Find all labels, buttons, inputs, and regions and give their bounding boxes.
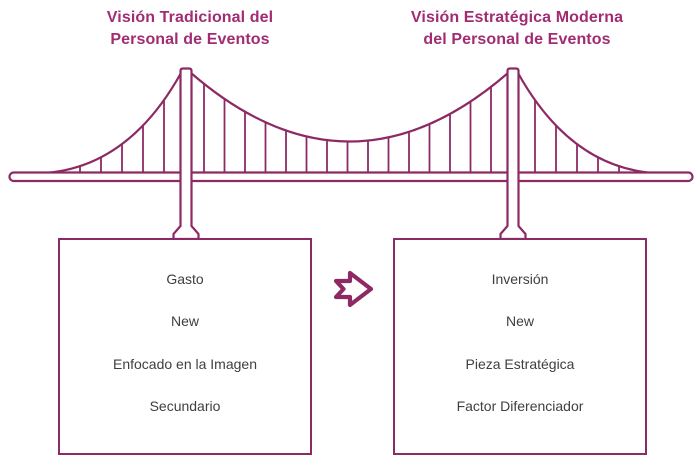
arrow-right-icon (333, 270, 374, 308)
list-item: Inversión (491, 271, 549, 288)
right-view-title-line2: del Personal de Eventos (423, 31, 611, 48)
list-item: Secundario (149, 397, 221, 414)
left-view-title-line2: Personal de Eventos (110, 31, 270, 48)
bridge-main-cables (31, 71, 668, 175)
left-view-title: Visión Tradicional del Personal de Event… (25, 7, 355, 51)
list-item: Pieza Estratégica (465, 355, 575, 372)
right-view-title: Visión Estratégica Moderna del Personal … (352, 7, 682, 51)
bridge-deck (8, 171, 694, 183)
bridge-towers (172, 67, 527, 241)
left-view-title-line1: Visión Tradicional del (106, 9, 274, 26)
list-item: New (170, 313, 199, 330)
bridge-suspenders (79, 83, 620, 175)
list-item: Gasto (166, 271, 204, 288)
right-view-title-line1: Visión Estratégica Moderna (410, 9, 624, 26)
list-item: Factor Diferenciador (456, 397, 584, 414)
modern-view-box: Inversión New Pieza Estratégica Factor D… (393, 238, 647, 455)
list-item: New (505, 313, 534, 330)
list-item: Enfocado en la Imagen (113, 355, 257, 372)
traditional-view-box: Gasto New Enfocado en la Imagen Secundar… (58, 238, 312, 455)
